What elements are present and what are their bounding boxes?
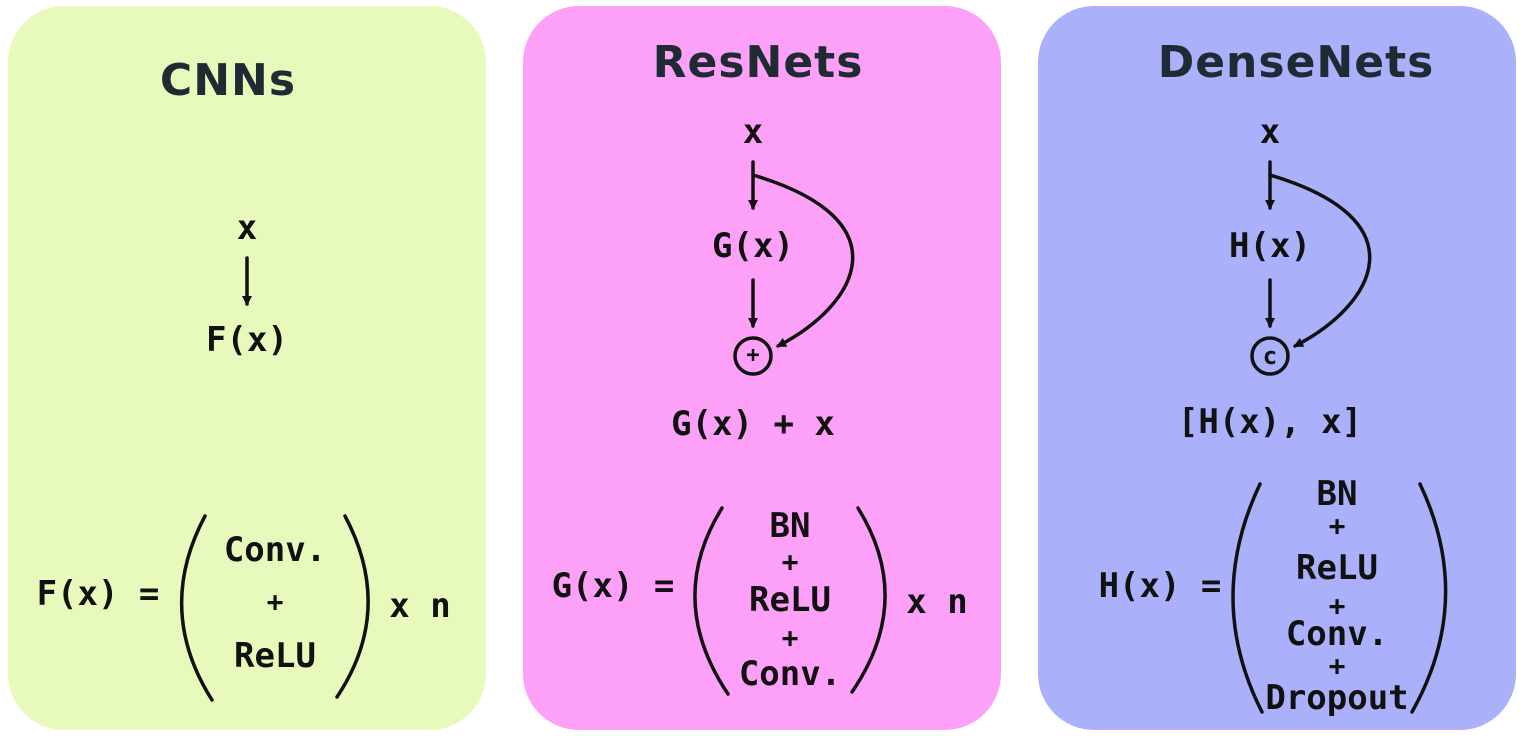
cnn-op: + — [266, 585, 284, 618]
resnet-add-circle — [733, 336, 773, 376]
densenet-op: Dropout — [1265, 678, 1409, 718]
densenet-op: + — [1328, 649, 1346, 682]
resnet-right-paren — [850, 506, 887, 694]
densenet-right-paren — [1410, 482, 1448, 714]
densenet-op: Conv. — [1285, 614, 1389, 654]
densenet-input: x — [1259, 112, 1281, 152]
resnet-formula-lhs: G(x) = — [551, 566, 675, 606]
resnet-left-paren — [693, 506, 730, 696]
densenet-left-paren — [1231, 482, 1264, 714]
densenet-func: H(x) — [1229, 226, 1311, 266]
cnn-input: x — [236, 208, 258, 248]
densenet-output: [H(x), x] — [1177, 402, 1363, 442]
resnet-title: ResNets — [652, 37, 864, 88]
resnet-op: Conv. — [738, 654, 842, 694]
resnet-func: G(x) — [712, 226, 794, 266]
resnet-skip-arrow — [751, 173, 855, 348]
densenet-title: DenseNets — [1157, 37, 1435, 88]
resnet-add-symbol: + — [746, 343, 760, 368]
resnet-repeat: x n — [906, 582, 968, 622]
resnet-input: x — [742, 112, 764, 152]
densenet-concat-symbol: c — [1262, 342, 1278, 370]
cnn-op: ReLU — [234, 636, 316, 676]
cnn-formula-lhs: F(x) = — [36, 574, 160, 614]
resnet-op: BN — [769, 506, 811, 546]
cnn-repeat: x n — [389, 586, 451, 626]
resnet-op: ReLU — [749, 580, 831, 620]
resnet-op: + — [781, 545, 799, 578]
densenet-skip-arrow — [1268, 173, 1372, 348]
cnn-left-paren — [179, 514, 214, 702]
resnet-op: + — [781, 621, 799, 654]
densenet-op: BN — [1316, 474, 1358, 514]
densenet-op: ReLU — [1296, 548, 1378, 588]
cnn-op: Conv. — [223, 530, 327, 570]
densenet-concat-circle — [1250, 336, 1290, 376]
resnet-panel — [523, 6, 1001, 730]
resnet-output: G(x) + x — [671, 404, 835, 444]
cnn-title: CNNs — [159, 55, 297, 106]
densenet-op: + — [1328, 589, 1346, 622]
cnn-panel — [8, 6, 486, 730]
densenet-panel — [1038, 6, 1516, 730]
densenet-formula-lhs: H(x) = — [1098, 566, 1222, 606]
cnn-output: F(x) — [206, 320, 288, 360]
densenet-op: + — [1328, 509, 1346, 542]
cnn-right-paren — [335, 514, 370, 699]
